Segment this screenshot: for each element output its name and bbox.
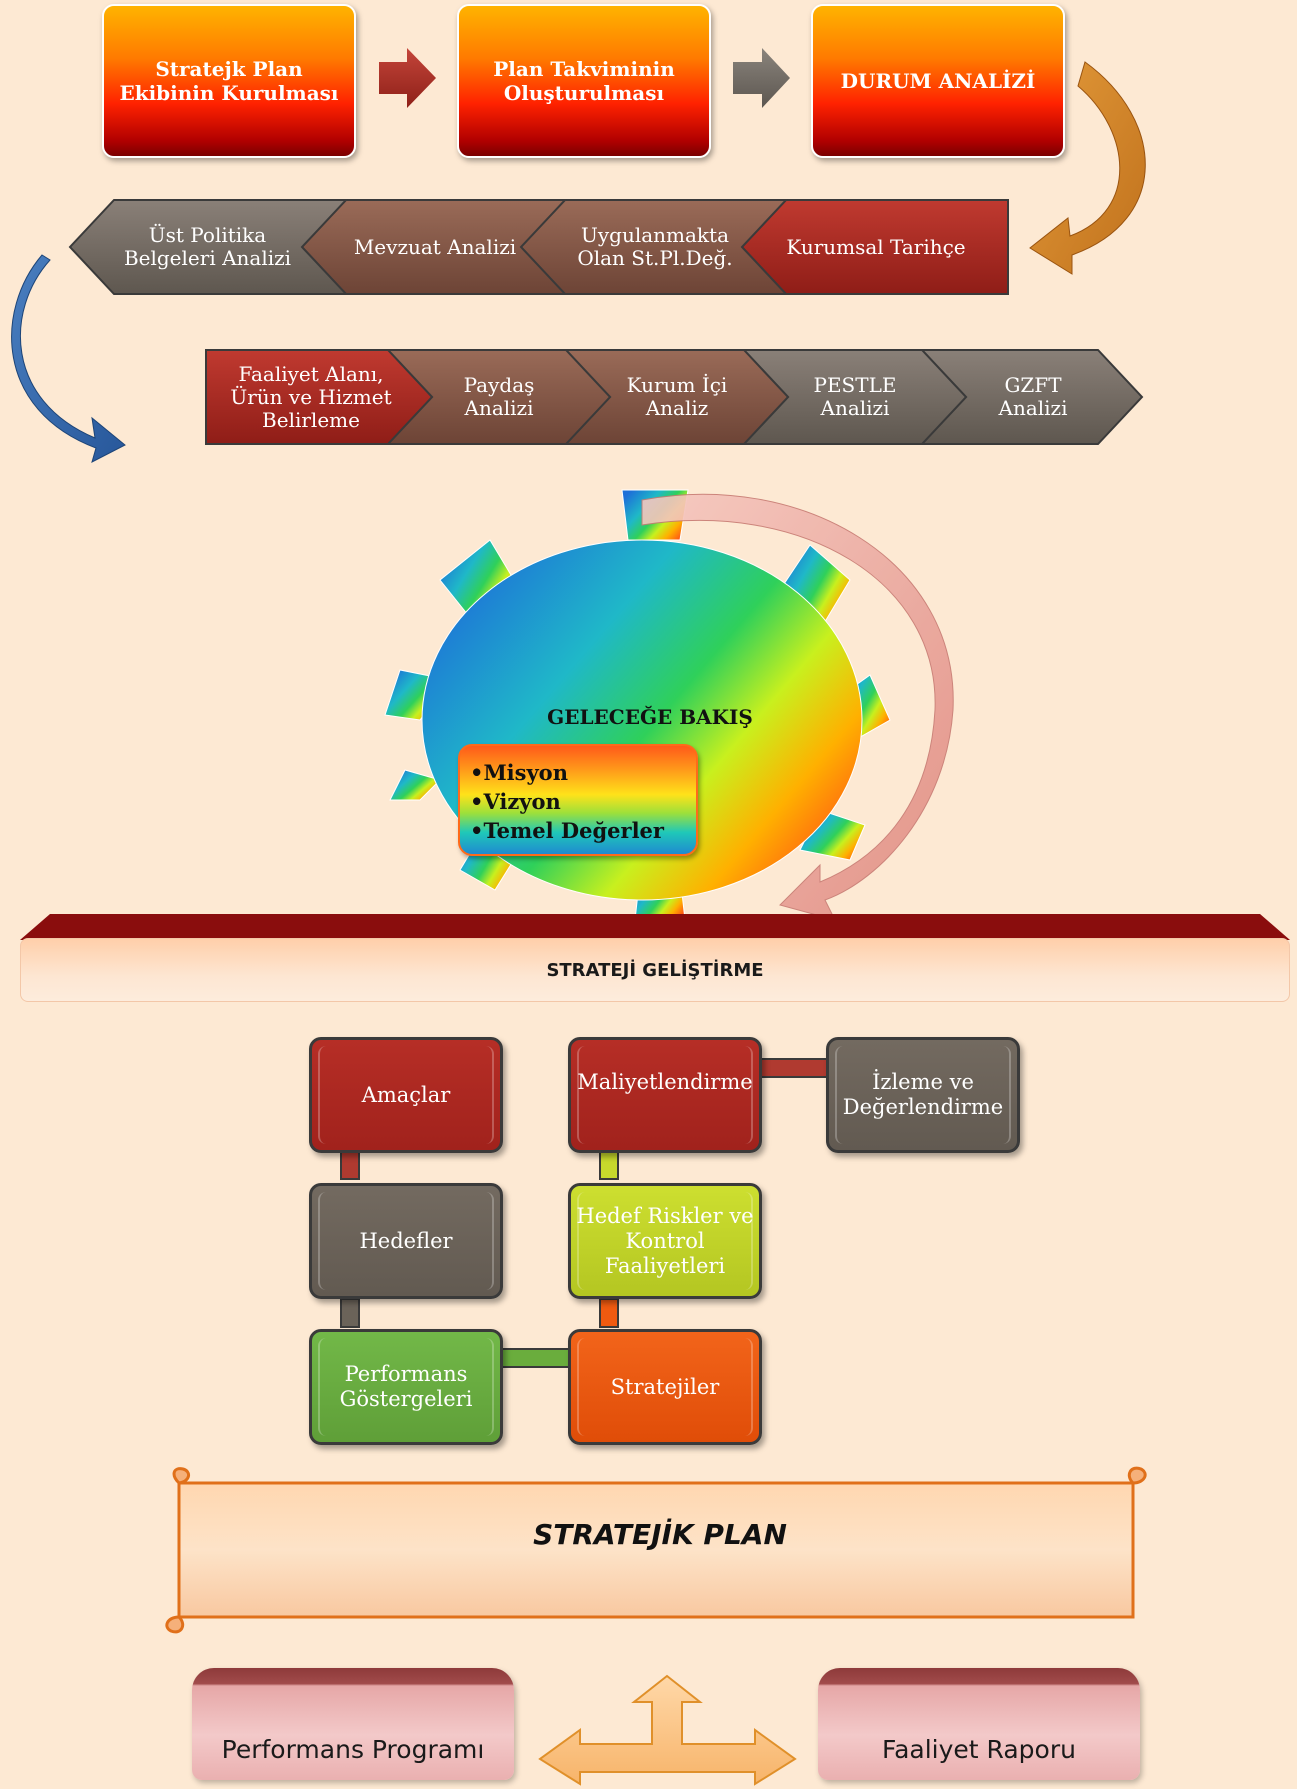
gear-item-vizyon-label: Vizyon xyxy=(483,789,561,814)
strategic-plan-label: STRATEJİK PLAN xyxy=(533,1518,787,1551)
connector-maliyet-izleme xyxy=(758,1058,828,1078)
faaliyet-raporu-label: Faaliyet Raporu xyxy=(882,1735,1076,1764)
three-way-arrow xyxy=(538,1674,797,1786)
strategy-banner-top xyxy=(20,914,1290,940)
chevron-uygulanmakta-label: Uygulanmakta Olan St.Pl.Değ. xyxy=(577,223,733,270)
chevron-faaliyet-alani xyxy=(205,349,434,445)
step-plan-calendar: Plan Takviminin Oluşturulması xyxy=(457,4,711,158)
chevron-kurumsal-label: Kurumsal Tarihçe xyxy=(786,234,966,259)
box-stratejiler: Stratejiler xyxy=(568,1329,762,1445)
arrow-right-2 xyxy=(733,48,790,108)
connector-riskler-stratejiler xyxy=(599,1298,619,1328)
connector-hedefler-performans xyxy=(340,1298,360,1328)
analysis-row2-chevrons xyxy=(205,349,1144,445)
step-situation-analysis: DURUM ANALİZİ xyxy=(811,4,1065,158)
box-maliyetlendirme: Maliyetlendirme xyxy=(568,1037,762,1153)
chevron-ust-politika xyxy=(68,199,349,295)
connector-amaclar-hedefler xyxy=(340,1150,360,1180)
performans-programi-label: Performans Programı xyxy=(221,1735,485,1764)
chevron-mevzuat-label: Mevzuat Analizi xyxy=(353,234,517,259)
connector-performans-stratejiler xyxy=(500,1348,570,1368)
box-hedefler: Hedefler xyxy=(309,1183,503,1299)
gear-title: GELECEĞE BAKIŞ xyxy=(547,705,753,729)
strategic-plan-scroll xyxy=(165,1466,1147,1634)
strategy-banner-label: STRATEJİ GELİŞTİRME xyxy=(546,959,764,981)
arrow-right-1 xyxy=(379,48,436,108)
box-faaliyet-raporu: Faaliyet Raporu xyxy=(818,1668,1140,1780)
step-strategic-team: Stratejk Plan Ekibinin Kurulması xyxy=(102,4,356,158)
box-performans-programi: Performans Programı xyxy=(192,1668,514,1780)
box-performans: Performans Göstergeleri xyxy=(309,1329,503,1445)
chevron-paydas-label: Paydaş Analizi xyxy=(463,373,535,420)
box-izleme: İzleme ve Değerlendirme xyxy=(826,1037,1020,1153)
gear-item-temel-label: Temel Değerler xyxy=(483,818,664,843)
gear-item-vizyon: •Vizyon xyxy=(470,789,561,814)
box-amaclar: Amaçlar xyxy=(309,1037,503,1153)
chevron-kurum-ici-label: Kurum İçi Analiz xyxy=(626,373,728,420)
box-riskler: Hedef Riskler ve Kontrol Faaliyetleri xyxy=(568,1183,762,1299)
curved-arrow-pink xyxy=(641,493,954,920)
chevron-gzft-label: GZFT Analizi xyxy=(998,373,1068,420)
chevron-faaliyet-alani-label: Faaliyet Alanı, Ürün ve Hizmet Belirleme xyxy=(230,361,392,432)
gear-values-box: •Misyon •Vizyon •Temel Değerler xyxy=(458,744,698,856)
gear-item-temel: •Temel Değerler xyxy=(470,818,664,843)
strategy-banner: STRATEJİ GELİŞTİRME xyxy=(20,938,1290,1002)
analysis-row1-chevrons xyxy=(68,199,1009,295)
chevron-pestle-label: PESTLE Analizi xyxy=(813,373,897,420)
gear-item-misyon-label: Misyon xyxy=(483,760,568,785)
top-arrows xyxy=(11,48,1146,463)
gear-item-misyon: •Misyon xyxy=(470,760,568,785)
curved-arrow-blue xyxy=(11,254,126,463)
connector-maliyet-riskler xyxy=(599,1150,619,1180)
chevron-ust-politika-label: Üst Politika Belgeleri Analizi xyxy=(123,223,292,270)
curved-arrow-orange xyxy=(1029,61,1146,275)
